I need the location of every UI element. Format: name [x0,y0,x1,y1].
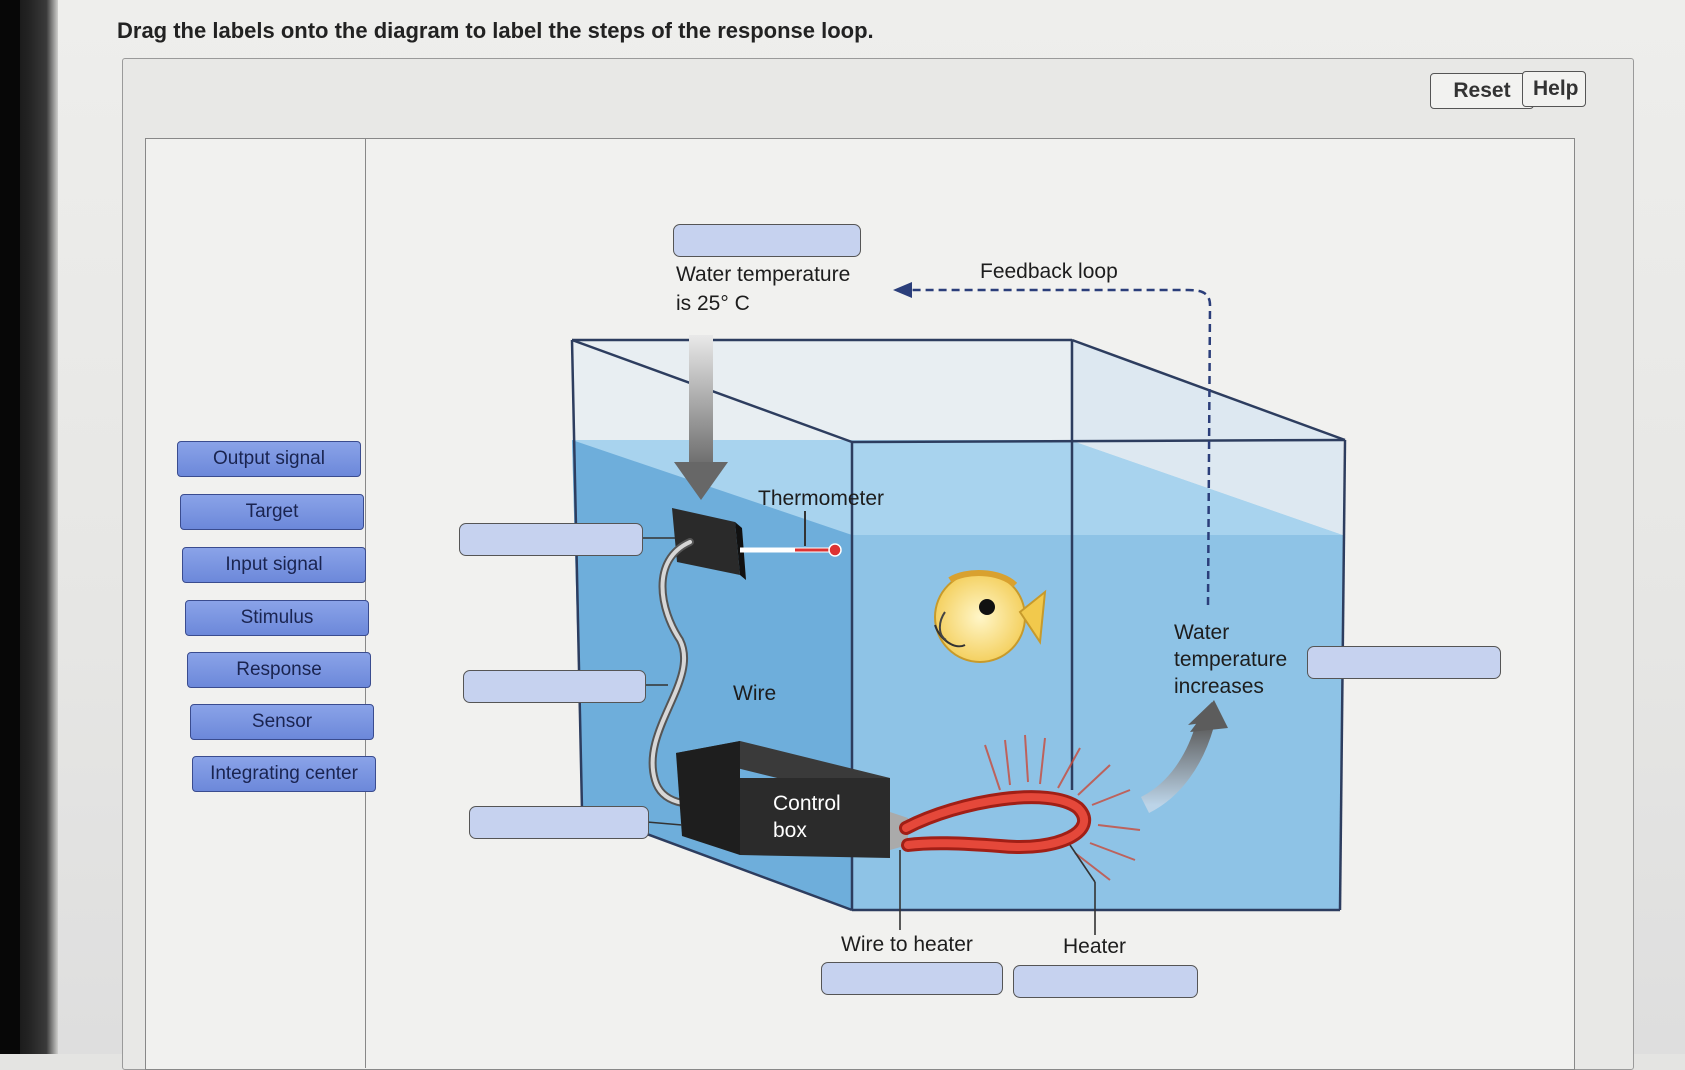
heat-rays [984,734,1141,881]
control-box-side [676,741,740,855]
feedback-loop-line [900,288,1212,606]
monitor-bezel-edge [0,0,20,1054]
label-chip-sensor[interactable]: Sensor [190,704,374,740]
temp-increases-label-line2: temperature [1174,648,1288,671]
feedback-loop-label: Feedback loop [980,260,1118,283]
heater-label: Heater [1063,935,1127,958]
drop-zone-heater[interactable] [1013,965,1198,998]
fish-icon [934,570,1047,663]
temp-increases-label-line3: increases [1174,675,1264,698]
water-temp-label-line1: Water temperature [676,263,851,286]
control-box-front [740,778,890,858]
wire-to-heater-label: Wire to heater [841,933,973,956]
control-box-label-line1: Control [773,792,841,815]
wire-label: Wire [733,682,777,705]
drop-zone-control-box[interactable] [469,806,649,839]
label-chip-response[interactable]: Response [187,652,371,688]
stimulus-arrow-head [674,462,728,500]
stimulus-arrow-shaft [689,335,713,463]
drop-zone-temp-increases[interactable] [1307,646,1501,679]
drop-zone-wire-to-heater[interactable] [821,962,1003,995]
label-chip-stimulus[interactable]: Stimulus [185,600,369,636]
help-button[interactable]: Help [1522,71,1586,107]
temp-increases-label-line1: Water [1174,621,1230,644]
response-arrow [1140,722,1214,814]
instructions-text: Drag the labels onto the diagram to labe… [117,18,874,43]
control-box-label-line2: box [773,819,807,842]
water-front [852,535,1343,910]
thermometer-label: Thermometer [758,487,885,510]
reset-button[interactable]: Reset [1430,73,1534,109]
back-glass-2 [572,340,1070,440]
label-chip-target[interactable]: Target [180,494,364,530]
drop-zone-wire[interactable] [463,670,646,703]
label-chip-input-signal[interactable]: Input signal [182,547,366,583]
label-chip-output-signal[interactable]: Output signal [177,441,361,477]
sensor-box [672,508,740,575]
drop-zone-stimulus-area[interactable] [673,224,861,257]
label-chip-integrating-center[interactable]: Integrating center [192,756,376,792]
drop-zone-thermometer[interactable] [459,523,643,556]
back-glass [1070,340,1343,535]
water-temp-label-line2: is 25° C [676,292,750,315]
